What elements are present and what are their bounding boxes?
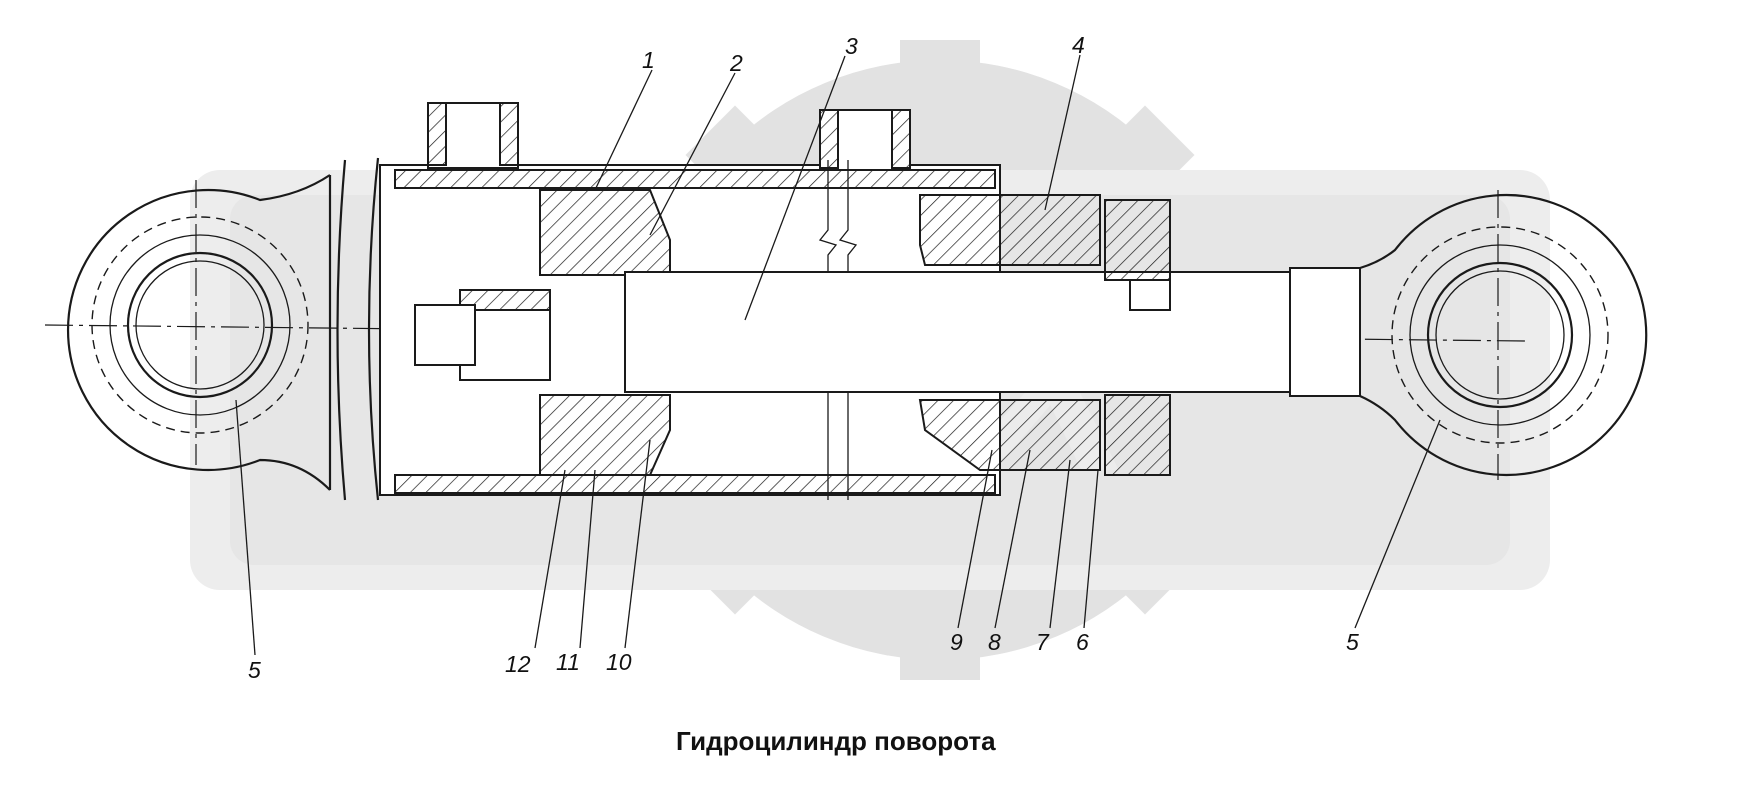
callout-3: 3	[845, 33, 858, 59]
right-rod-eye	[1359, 190, 1648, 480]
rod-gland	[918, 194, 1171, 476]
piston	[414, 189, 671, 476]
left-rod-eye	[66, 157, 380, 501]
callout-10: 10	[606, 649, 632, 675]
callout-labels: 1 2 3 4 5 5 6 7 8 9 10 11 12	[248, 32, 1359, 683]
callout-5-right: 5	[1346, 629, 1359, 655]
callout-5-left: 5	[248, 657, 261, 683]
leader-lines	[235, 54, 1441, 656]
callout-1: 1	[642, 47, 655, 73]
callout-11: 11	[556, 649, 580, 675]
callout-7: 7	[1036, 629, 1050, 655]
callout-12: 12	[505, 651, 531, 677]
callout-9: 9	[950, 629, 963, 655]
piston-rod	[624, 267, 1361, 397]
callout-6: 6	[1076, 629, 1089, 655]
drawing-caption: Гидроцилиндр поворота	[676, 726, 996, 756]
callout-8: 8	[988, 629, 1001, 655]
callout-4: 4	[1072, 32, 1085, 58]
callout-2: 2	[729, 50, 743, 76]
